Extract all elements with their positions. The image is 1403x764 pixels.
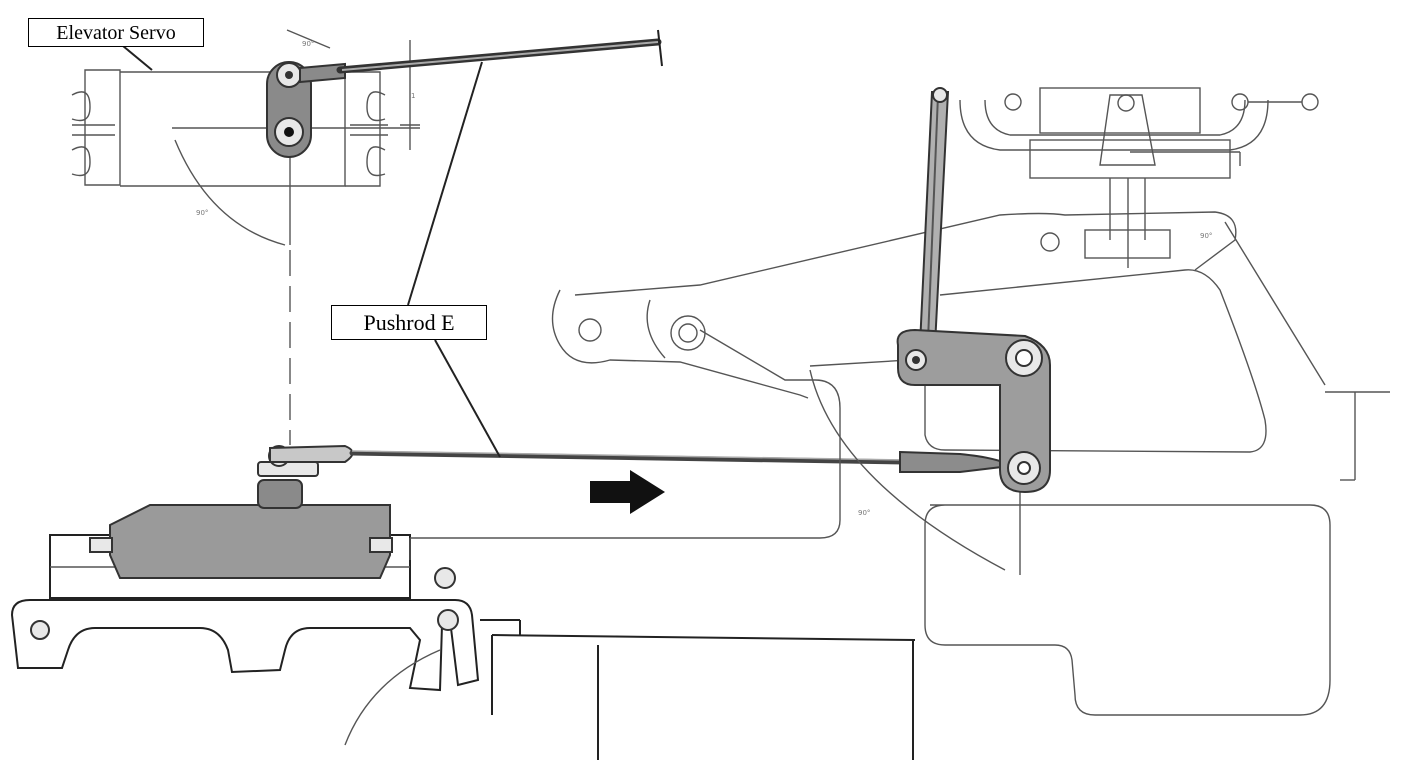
frame-plate: 90° 90° bbox=[409, 211, 1390, 716]
direction-arrow bbox=[590, 470, 665, 514]
svg-text:90°: 90° bbox=[196, 209, 208, 217]
top-servo-view: 90° 90° 1 bbox=[71, 29, 420, 246]
bottom-servo-view bbox=[49, 444, 411, 599]
bellcrank bbox=[896, 328, 1051, 494]
lower-frame bbox=[10, 567, 916, 760]
pushrod-e bbox=[349, 450, 1013, 473]
leader-line-pushrod bbox=[434, 339, 501, 458]
svg-text:90°: 90° bbox=[1200, 232, 1212, 240]
svg-text:90°: 90° bbox=[302, 40, 314, 48]
leader-line-top bbox=[407, 61, 483, 306]
top-pushrod bbox=[336, 29, 663, 74]
elevator-servo-label: Elevator Servo bbox=[28, 18, 204, 47]
svg-text:1: 1 bbox=[411, 92, 415, 100]
swashplate-link bbox=[918, 87, 950, 346]
swashplate bbox=[959, 87, 1319, 268]
pushrod-e-label: Pushrod E bbox=[331, 305, 487, 340]
leader-line-servo bbox=[122, 45, 153, 71]
svg-text:90°: 90° bbox=[858, 509, 870, 517]
